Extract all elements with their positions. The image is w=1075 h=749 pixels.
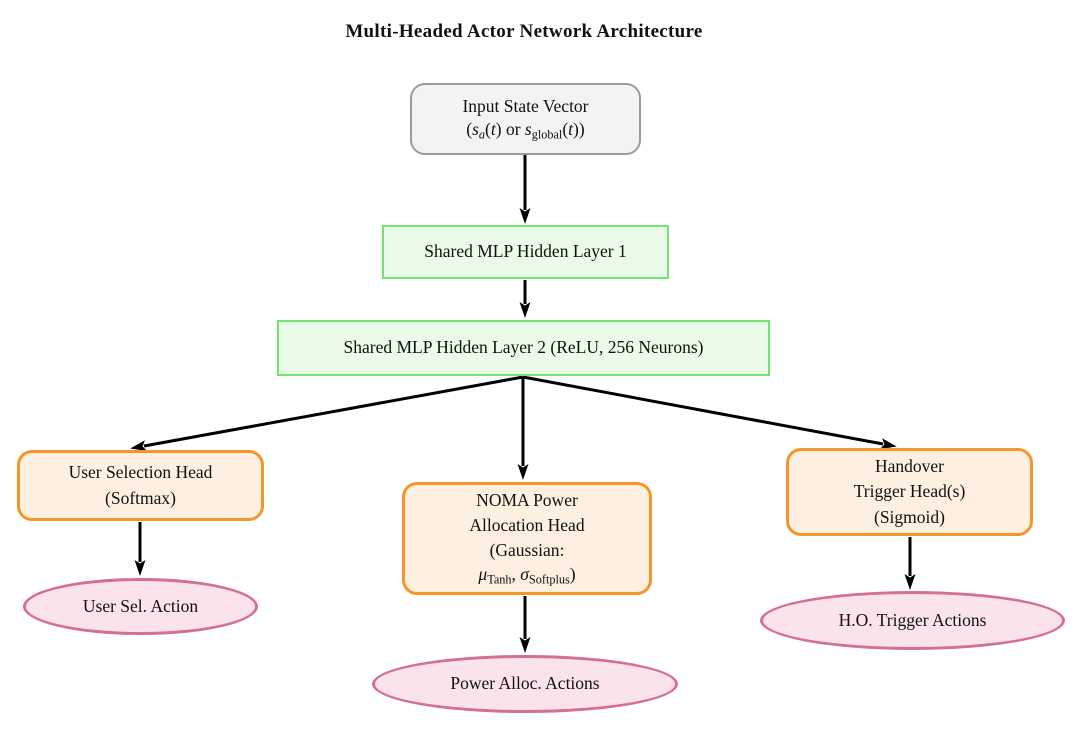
diagram-title: Multi-Headed Actor Network Architecture (345, 21, 703, 42)
handover-action-node: H.O. Trigger Actions (760, 591, 1065, 650)
input-state-math: (sa(t) or sglobal(t)) (466, 117, 584, 144)
shared-mlp-layer1-label: Shared MLP Hidden Layer 1 (424, 241, 627, 262)
math-segment: ) (495, 118, 502, 139)
handover-head-line1: Handover (874, 455, 944, 476)
handover-head-line2: Trigger Head(s) (853, 481, 966, 502)
math-segment: ) (578, 118, 585, 139)
noma-power-head-line3: (Gaussian: (489, 540, 565, 561)
user-selection-head-line2: (Softmax) (105, 487, 176, 508)
math-segment: ) (573, 118, 579, 139)
shared-mlp-layer2-label: Shared MLP Hidden Layer 2 (ReLU, 256 Neu… (343, 337, 704, 358)
math-segment: ( (466, 118, 473, 139)
math-segment: global (531, 127, 563, 142)
power-allocation-action-label: Power Alloc. Actions (450, 673, 600, 694)
shared-mlp-layer1-node: Shared MLP Hidden Layer 1 (382, 225, 669, 279)
user-selection-head-node: User Selection Head (Softmax) (17, 450, 264, 521)
shared-mlp-layer2-node: Shared MLP Hidden Layer 2 (ReLU, 256 Neu… (277, 320, 770, 376)
math-segment: Tanh (487, 572, 512, 587)
user-selection-action-label: User Sel. Action (82, 595, 199, 616)
arrow-layer2-to-handover-head (522, 375, 897, 450)
math-segment: t (490, 118, 496, 139)
math-segment: s (472, 118, 479, 139)
math-segment: ( (485, 118, 491, 139)
math-segment: t (568, 118, 574, 139)
input-state-node: Input State Vector (sa(t) or sglobal(t)) (410, 83, 641, 155)
power-allocation-action-node: Power Alloc. Actions (372, 655, 678, 713)
math-segment: Softplus (528, 572, 570, 587)
math-segment: σ (520, 563, 529, 584)
handover-head-node: Handover Trigger Head(s) (Sigmoid) (786, 448, 1033, 536)
arrow-layer2-to-user-head (130, 375, 524, 452)
noma-power-head-node: NOMA Power Allocation Head (Gaussian: μT… (402, 482, 652, 595)
math-segment: a (478, 127, 486, 142)
math-segment: , (511, 563, 521, 584)
noma-power-head-math: μTanh, σSoftplus) (478, 562, 575, 589)
handover-head-line3: (Sigmoid) (874, 506, 945, 527)
user-selection-action-node: User Sel. Action (23, 578, 258, 635)
math-segment: or (501, 118, 525, 139)
math-segment: μ (478, 563, 488, 584)
math-segment: ( (562, 118, 569, 139)
noma-power-head-line2: Allocation Head (469, 515, 585, 536)
user-selection-head-line1: User Selection Head (68, 462, 213, 483)
math-segment: s (524, 118, 532, 139)
handover-action-label: H.O. Trigger Actions (838, 609, 987, 630)
input-state-label: Input State Vector (462, 95, 589, 116)
math-segment: ) (569, 563, 576, 584)
noma-power-head-line1: NOMA Power (476, 489, 578, 510)
